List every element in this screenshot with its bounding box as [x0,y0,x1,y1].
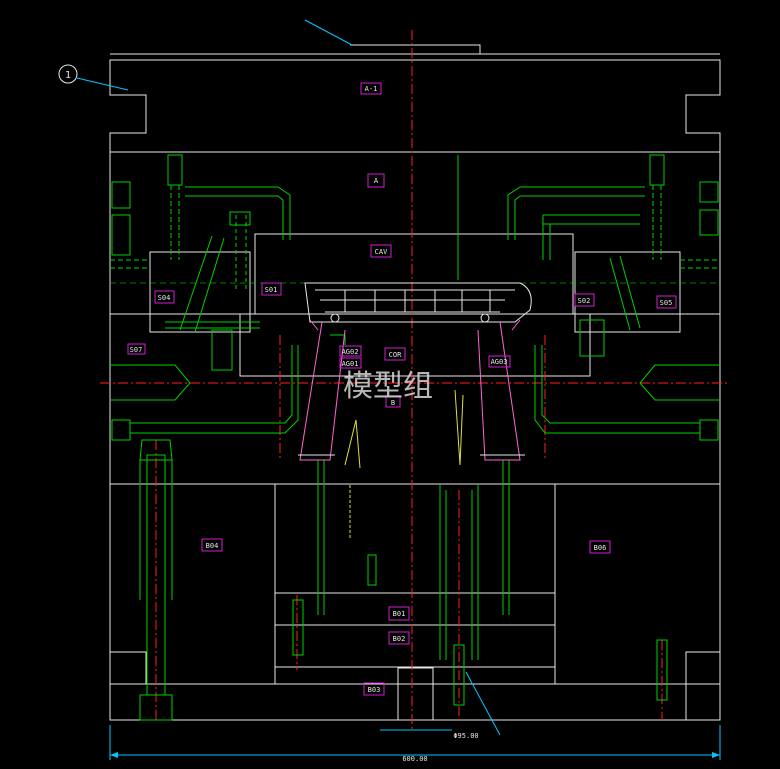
label-top-clamp: A-1 [360,82,382,95]
label-support-left-text: B04 [206,542,219,550]
label-a-plate: A [367,173,385,188]
label-slider-right-inner: S02 [574,293,595,307]
balloon-circle [58,64,78,84]
label-ejector-plate-text: B02 [393,635,406,643]
locating-ring-dimension: Φ95.00 [380,671,501,740]
label-core-text: COR [389,351,402,359]
label-ejector-retainer: B01 [388,606,410,621]
dimension-marks [344,389,464,540]
label-lifter-right: AG03 [488,355,511,368]
overall-width-text: 600.00 [402,755,427,763]
product-part [304,282,532,323]
center-lines [100,30,730,730]
label-ejector-retainer-text: B01 [393,610,406,618]
cooling-channels [110,154,720,721]
label-lifter-left-a: AG02 [339,345,362,357]
overall-dimension: 600.00 [109,725,721,763]
balloon-number: 1 [65,70,71,81]
label-support-right: B06 [589,540,611,554]
label-b-plate-text: B [391,399,395,407]
label-ejector-plate: B02 [388,631,410,645]
label-lifter-right-text: AG03 [491,358,508,366]
label-core: COR [384,347,406,361]
label-slider-right-text: S05 [660,299,673,307]
label-slider-left-inner-text: S01 [265,286,278,294]
label-slider-small: S07 [127,343,146,355]
label-slider-right: S05 [656,295,677,309]
label-b-plate: B [385,395,401,408]
label-bottom-clamp-text: B03 [368,686,381,694]
lifters [298,319,525,461]
label-cavity: CAV [370,244,392,258]
locating-ring-text: Φ95.00 [453,732,478,740]
label-slider-left-text: S04 [158,294,171,302]
label-slider-left-inner: S01 [261,282,282,296]
mold-plates [109,44,721,721]
label-support-right-text: B06 [594,544,607,552]
label-lifter-left-b: AG01 [339,357,362,369]
plate-labels: A-1 A CAV COR S04 S01 S02 S05 [127,82,677,696]
label-slider-left: S04 [154,290,175,304]
label-slider-small-text: S07 [130,346,143,354]
label-a-plate-text: A [374,177,379,185]
label-support-left: B04 [201,538,223,552]
label-top-clamp-text: A-1 [365,85,378,93]
watermark: 模型组 [343,369,433,404]
label-cavity-text: CAV [375,248,388,256]
label-slider-right-inner-text: S02 [578,297,591,305]
label-lifter-left-b-text: AG01 [342,360,359,368]
balloon-callout: 1 [58,19,353,91]
label-bottom-clamp: B03 [363,682,385,696]
label-lifter-left-a-text: AG02 [342,348,359,356]
